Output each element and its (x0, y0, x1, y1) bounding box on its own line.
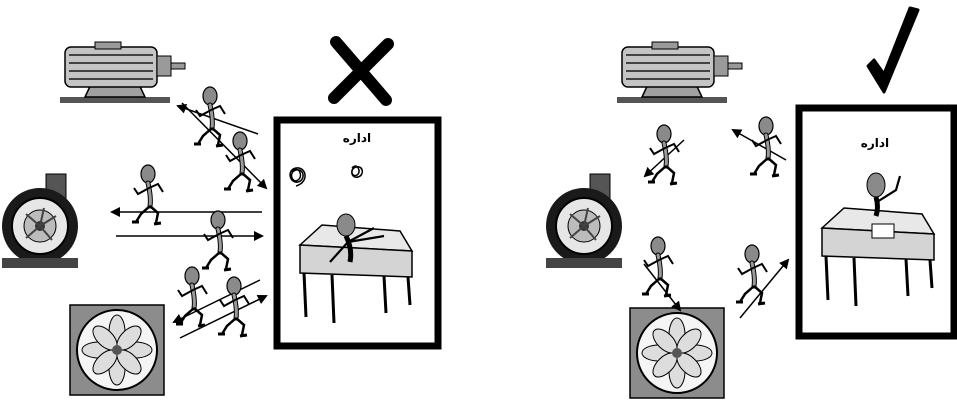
motor-icon (60, 42, 185, 103)
fan-icon (630, 308, 724, 398)
pump-icon (546, 174, 622, 268)
office-label: اداره (861, 136, 889, 150)
panel-right: اداره (546, 8, 954, 398)
runner-group-return (736, 245, 788, 318)
paper-icon (872, 224, 894, 238)
runner-group-fan (174, 267, 266, 338)
check-icon (868, 8, 918, 92)
pump-icon (2, 174, 78, 268)
runner-group-motor-pump (645, 125, 684, 184)
runner-group-fan (642, 237, 680, 310)
runner-group-motor (178, 87, 266, 191)
office-label: اداره (343, 131, 371, 145)
panel-wrong: اداره (2, 42, 438, 395)
motor-icon (617, 42, 742, 103)
fan-icon (70, 305, 164, 395)
runner-group-office (733, 117, 786, 176)
cross-icon (334, 42, 388, 100)
runner-group-pump (112, 165, 262, 270)
